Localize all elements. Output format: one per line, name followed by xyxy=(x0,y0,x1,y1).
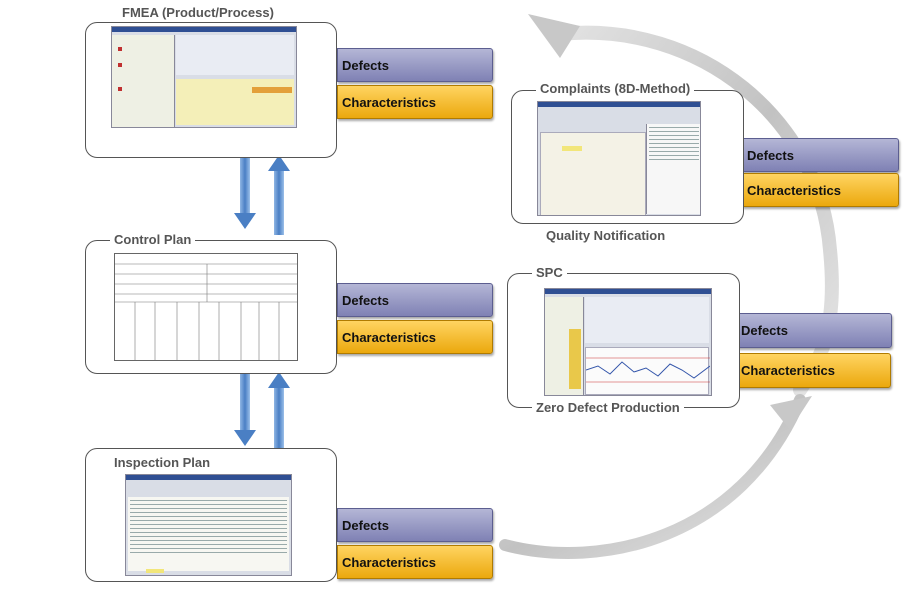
arrow-down-icon xyxy=(234,372,256,446)
fmea-characteristics-label: Characteristics xyxy=(337,85,493,119)
spc-defects-label: Defects xyxy=(736,313,892,348)
cycle-arrowhead-top xyxy=(528,14,580,58)
arrow-pair-control-inspection xyxy=(234,372,290,452)
complaints-caption: Quality Notification xyxy=(542,229,670,243)
control-plan-screenshot xyxy=(114,253,298,361)
complaints-characteristics-label: Characteristics xyxy=(742,173,899,207)
fmea-screenshot xyxy=(111,26,297,128)
inspection-plan-characteristics-label: Characteristics xyxy=(337,545,493,579)
control-plan-defects-label: Defects xyxy=(337,283,493,317)
complaints-title: Complaints (8D-Method) xyxy=(536,82,695,96)
inspection-plan-screenshot xyxy=(125,474,292,576)
spc-characteristics-label: Characteristics xyxy=(736,353,891,388)
spc-title: SPC xyxy=(532,266,567,280)
complaints-defects-label: Defects xyxy=(742,138,899,172)
cycle-arrowhead-bottom xyxy=(770,396,812,430)
spc-screenshot xyxy=(544,288,712,396)
control-plan-title: Control Plan xyxy=(110,233,196,247)
inspection-plan-defects-label: Defects xyxy=(337,508,493,542)
complaints-screenshot xyxy=(537,101,701,216)
inspection-plan-title: Inspection Plan xyxy=(110,456,215,470)
control-plan-characteristics-label: Characteristics xyxy=(337,320,493,354)
arrow-up-icon xyxy=(268,155,290,235)
cycle-arc-lower xyxy=(499,394,806,559)
fmea-defects-label: Defects xyxy=(337,48,493,82)
arrow-pair-fmea-control xyxy=(234,155,290,235)
arrow-down-icon xyxy=(234,155,256,229)
fmea-title: FMEA (Product/Process) xyxy=(118,6,278,20)
spc-caption: Zero Defect Production xyxy=(532,401,684,415)
arrow-up-icon xyxy=(268,372,290,452)
